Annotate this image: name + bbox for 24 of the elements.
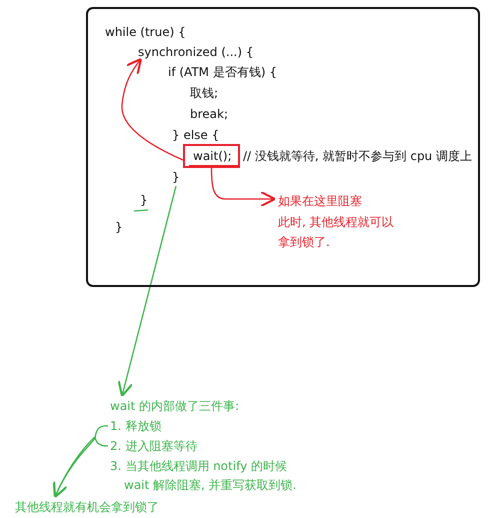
code-line: break; (190, 106, 228, 122)
code-line: 取钱; (190, 85, 218, 101)
note-line: wait 解除阻塞, 并重写获取到锁. (123, 477, 296, 494)
note-text: 2. 进入阻塞等待 (110, 438, 198, 454)
highlight-box: wait(); (183, 144, 240, 168)
code-line: if (ATM 是否有钱) { (168, 64, 277, 80)
arrow (210, 168, 276, 208)
arrow (121, 58, 184, 161)
code-line: synchronized (...) { (138, 44, 254, 60)
code-line: } (115, 219, 123, 235)
note-text: wait 的内部做了三件事: (110, 398, 240, 414)
note-line: 拿到锁了. (278, 234, 331, 251)
note-text: 1. 释放锁 (110, 418, 162, 434)
code-line: while (true) { (105, 24, 186, 40)
code-line: } (172, 169, 180, 185)
note-text: 其他线程就有机会拿到锁了 (15, 499, 159, 515)
note-line: 此时, 其他线程就可以 (278, 214, 394, 230)
note-line: 3. 当其他线程调用 notify 的时候 (110, 458, 288, 475)
code-line: } else { (172, 127, 220, 143)
arrow (118, 186, 177, 398)
note-line: 如果在这里阻塞 (278, 193, 363, 210)
code-panel (86, 7, 480, 287)
code-line: // 没钱就等待, 就暂时不参与到 cpu 调度上 (243, 148, 472, 164)
code-line: } (140, 192, 148, 208)
